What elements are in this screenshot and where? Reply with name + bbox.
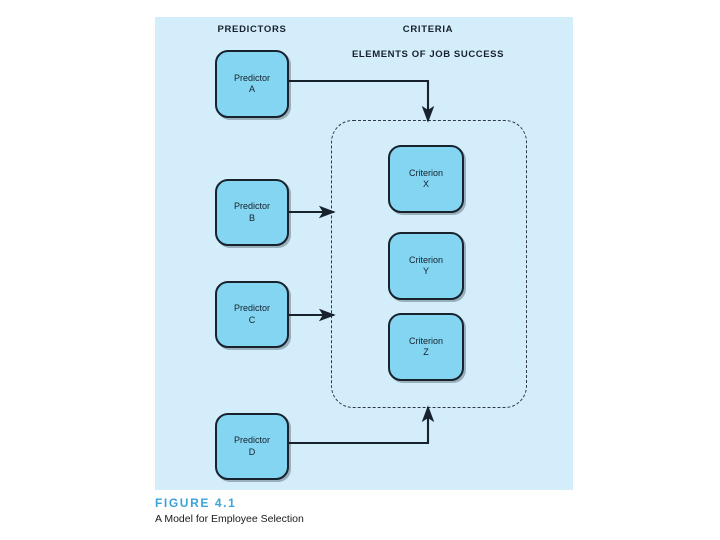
node-criterion-y-line2: Y — [422, 266, 429, 276]
node-predictor-c-line1: Predictor — [233, 303, 270, 313]
figure-caption-subtitle: A Model for Employee Selection — [155, 513, 304, 525]
node-criterion-z-line1: Criterion — [408, 335, 443, 346]
node-criterion-x-line2: X — [422, 179, 429, 189]
heading-criteria: CRITERIA — [402, 24, 454, 35]
node-criterion-y-line1: Criterion — [408, 254, 443, 265]
node-criterion-z-line2: Z — [423, 347, 429, 357]
heading-predictors: PREDICTORS — [217, 24, 287, 35]
node-predictor-b: Predictor B — [215, 179, 289, 246]
heading-elements-line1: ELEMENTS OF — [351, 49, 427, 60]
node-predictor-a-line1: Predictor — [233, 72, 270, 83]
node-predictor-c: Predictor C — [215, 281, 289, 348]
node-criterion-z: Criterion Z — [388, 313, 464, 381]
node-criterion-x: Criterion X — [388, 145, 464, 213]
figure-caption: FIGURE 4.1 A Model for Employee Selectio… — [155, 496, 575, 526]
heading-elements-line2: JOB SUCCESS — [429, 49, 505, 60]
node-predictor-d-line2: D — [248, 446, 256, 457]
heading-elements-of-job-success: ELEMENTS OF JOB SUCCESS — [352, 49, 504, 61]
node-criterion-x-line1: Criterion — [408, 167, 443, 178]
node-predictor-d: Predictor D — [215, 413, 289, 480]
node-predictor-a: Predictor A — [215, 50, 289, 118]
node-criterion-y: Criterion Y — [388, 232, 464, 300]
node-predictor-a-line2: A — [248, 84, 255, 94]
node-predictor-d-line1: Predictor — [233, 435, 270, 445]
figure-caption-title: FIGURE 4.1 — [155, 496, 237, 510]
node-predictor-b-line2: B — [248, 212, 255, 223]
node-predictor-c-line2: C — [248, 314, 256, 325]
node-predictor-b-line1: Predictor — [233, 201, 270, 211]
